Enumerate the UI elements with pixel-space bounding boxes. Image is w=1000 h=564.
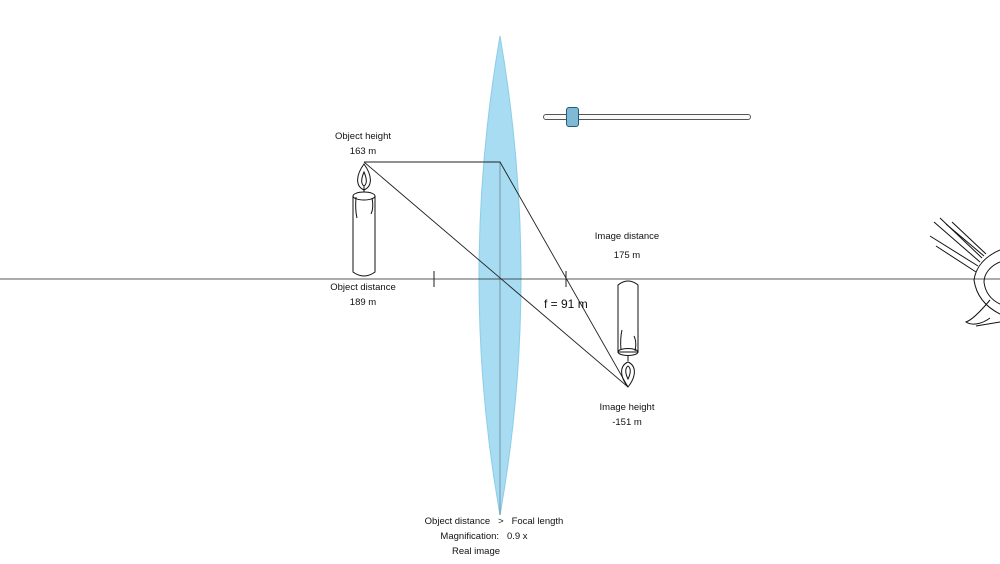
object-height-title: Object height: [335, 131, 391, 142]
candle-image-icon: [617, 280, 639, 388]
focal-length-slider-thumb[interactable]: [566, 107, 580, 127]
comparison-left: Object distance: [424, 516, 491, 527]
center-ray: [363, 161, 629, 388]
image-height-value: -151 m: [612, 417, 642, 428]
eye-icon: [929, 217, 1000, 327]
object-height-value: 163 m: [349, 146, 377, 157]
distance-comparison: Object distance > Focal length: [425, 516, 564, 527]
image-distance-title: Image distance: [594, 231, 660, 242]
focal-length-label: f = 91 m: [544, 297, 588, 311]
comparison-right: Focal length: [511, 516, 564, 527]
object-distance-title: Object distance: [330, 282, 396, 293]
comparison-operator: >: [498, 516, 504, 527]
image-distance-value: 175 m: [613, 250, 641, 261]
image-type-label: Real image: [451, 546, 501, 557]
candle-object-icon: [352, 163, 376, 277]
parallel-ray: [364, 161, 629, 388]
magnification-label: Magnification: 0.9 x: [440, 531, 528, 542]
focal-length-slider-track[interactable]: [543, 114, 751, 120]
image-height-title: Image height: [599, 402, 655, 413]
object-distance-value: 189 m: [349, 297, 377, 308]
